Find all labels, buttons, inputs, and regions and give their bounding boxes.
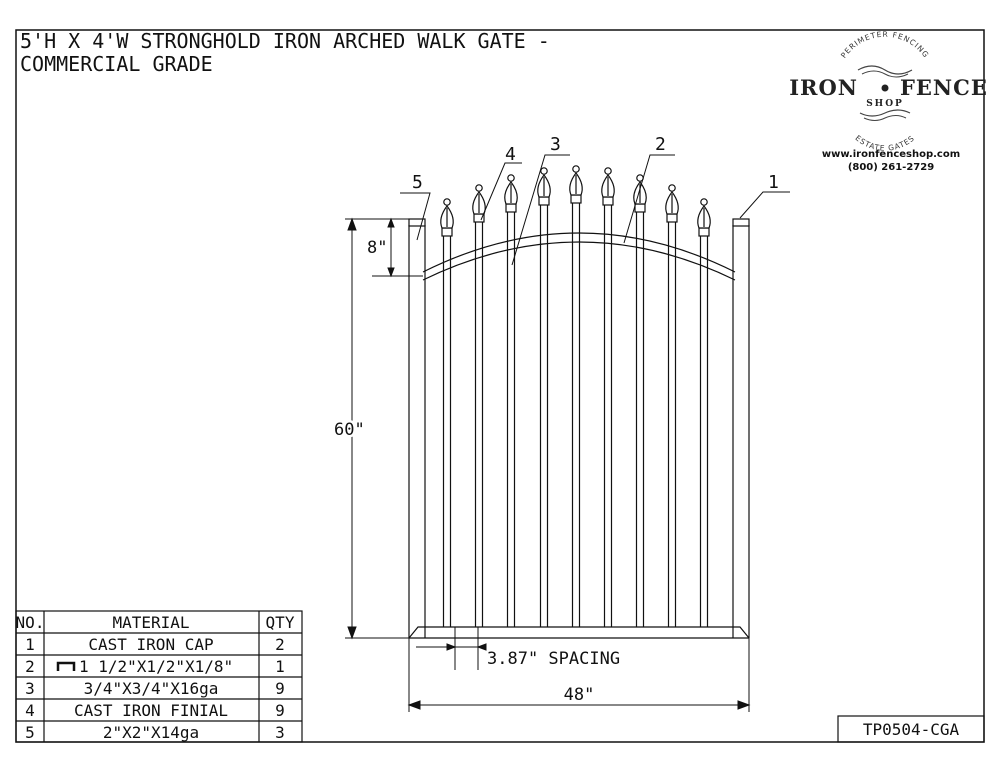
callout-leaders bbox=[400, 154, 790, 266]
callout-5: 5 bbox=[412, 172, 423, 193]
finial-icon bbox=[472, 184, 486, 223]
width-dimension-label: 48" bbox=[564, 685, 595, 705]
drawing-title: 5'H X 4'W STRONGHOLD IRON ARCHED WALK GA… bbox=[20, 29, 550, 76]
bom-cell-no: 1 bbox=[25, 635, 35, 654]
pickets-group bbox=[440, 165, 711, 627]
picket bbox=[537, 167, 551, 627]
callout-3: 3 bbox=[550, 134, 561, 155]
bom-cell-qty: 3 bbox=[275, 723, 285, 742]
bom-cell-no: 2 bbox=[25, 657, 35, 676]
picket bbox=[472, 184, 486, 627]
bom-cell-material: 2"X2"X14ga bbox=[103, 723, 199, 742]
picket bbox=[697, 198, 711, 627]
height-dimension-label: 60" bbox=[334, 420, 365, 440]
picket bbox=[633, 174, 647, 627]
bom-cell-no: 5 bbox=[25, 723, 35, 742]
bom-rows: 1 CAST IRON CAP 2 2 1 1/2"X1/2"X1/8" 1 3 3/4"X3… bbox=[25, 635, 285, 742]
picket bbox=[504, 174, 518, 627]
finial-icon bbox=[440, 198, 454, 237]
logo-phone: (800) 261-2729 bbox=[848, 162, 934, 173]
callout-1: 1 bbox=[768, 172, 779, 193]
finial-icon bbox=[569, 165, 583, 204]
left-gate-post bbox=[408, 218, 426, 638]
right-gate-post bbox=[732, 218, 750, 638]
finial-icon bbox=[537, 167, 551, 206]
logo-name-right: FENCE bbox=[900, 75, 988, 100]
bom-cell-qty: 9 bbox=[275, 679, 285, 698]
bom-cell-material: CAST IRON FINIAL bbox=[74, 701, 228, 720]
gate-elevation bbox=[408, 165, 750, 639]
logo-swirl-bottom-icon bbox=[859, 109, 911, 117]
logo-arc-top-text: PERIMETER FENCING bbox=[839, 30, 931, 60]
picket bbox=[665, 184, 679, 627]
picket bbox=[569, 165, 583, 627]
bom-cell-qty: 1 bbox=[275, 657, 285, 676]
drawing-number-box: TP0504-CGA bbox=[837, 715, 985, 743]
finial-icon bbox=[697, 198, 711, 237]
bom-row: 1 CAST IRON CAP 2 bbox=[25, 635, 285, 654]
dimension-lines bbox=[345, 217, 751, 712]
bom-row: 5 2"X2"X14ga 3 bbox=[25, 723, 285, 742]
logo-shop-text: SHOP bbox=[866, 99, 904, 109]
title-line-1: 5'H X 4'W STRONGHOLD IRON ARCHED WALK GA… bbox=[20, 29, 550, 53]
bom-row: 3 3/4"X3/4"X16ga 9 bbox=[25, 679, 285, 698]
bom-header-row: NO. MATERIAL QTY bbox=[16, 613, 295, 632]
bom-cell-material: 1 1/2"X1/2"X1/8" bbox=[79, 657, 233, 676]
callout-numbers: 1 2 3 4 5 bbox=[412, 134, 779, 193]
bom-row: 2 1 1/2"X1/2"X1/8" 1 bbox=[25, 657, 285, 676]
title-line-2: COMMERCIAL GRADE bbox=[20, 52, 213, 76]
bom-cell-material: CAST IRON CAP bbox=[88, 635, 213, 654]
dimension-labels: 60" 8" 3.87" SPACING 48" bbox=[332, 236, 621, 705]
arch-dimension-label: 8" bbox=[367, 238, 387, 258]
logo-swirl-top-icon bbox=[857, 65, 913, 75]
iron-fence-shop-logo: PERIMETER FENCING IRON FENCE SHOP ESTATE… bbox=[789, 30, 988, 173]
bom-cell-no: 4 bbox=[25, 701, 35, 720]
picket bbox=[601, 167, 615, 627]
callout-4: 4 bbox=[505, 144, 516, 165]
logo-url: www.ironfenceshop.com bbox=[822, 149, 960, 160]
finial-icon bbox=[504, 174, 518, 213]
left-post-cap bbox=[408, 218, 426, 227]
finial-icon bbox=[601, 167, 615, 206]
bom-row: 4 CAST IRON FINIAL 9 bbox=[25, 701, 285, 720]
channel-icon bbox=[56, 661, 76, 671]
bom-header-material: MATERIAL bbox=[112, 613, 189, 632]
bom-cell-material: 3/4"X3/4"X16ga bbox=[84, 679, 219, 698]
bill-of-materials-table: NO. MATERIAL QTY 1 CAST IRON CAP 2 2 1 1/2"X… bbox=[15, 610, 303, 743]
finial-icon bbox=[665, 184, 679, 223]
finial-icon bbox=[633, 174, 647, 213]
bom-header-qty: QTY bbox=[266, 613, 295, 632]
picket bbox=[440, 198, 454, 627]
bottom-rail bbox=[408, 626, 750, 639]
logo-name-left: IRON bbox=[789, 75, 858, 100]
callout-2: 2 bbox=[655, 134, 666, 155]
bom-cell-qty: 2 bbox=[275, 635, 285, 654]
bom-header-no: NO. bbox=[16, 613, 45, 632]
logo-dot-icon bbox=[881, 84, 889, 92]
spacing-dimension-label: 3.87" SPACING bbox=[487, 649, 620, 669]
right-post-cap bbox=[732, 218, 750, 227]
drawing-number: TP0504-CGA bbox=[863, 720, 960, 739]
bom-cell-no: 3 bbox=[25, 679, 35, 698]
bom-cell-qty: 9 bbox=[275, 701, 285, 720]
drawing-border bbox=[15, 29, 985, 743]
